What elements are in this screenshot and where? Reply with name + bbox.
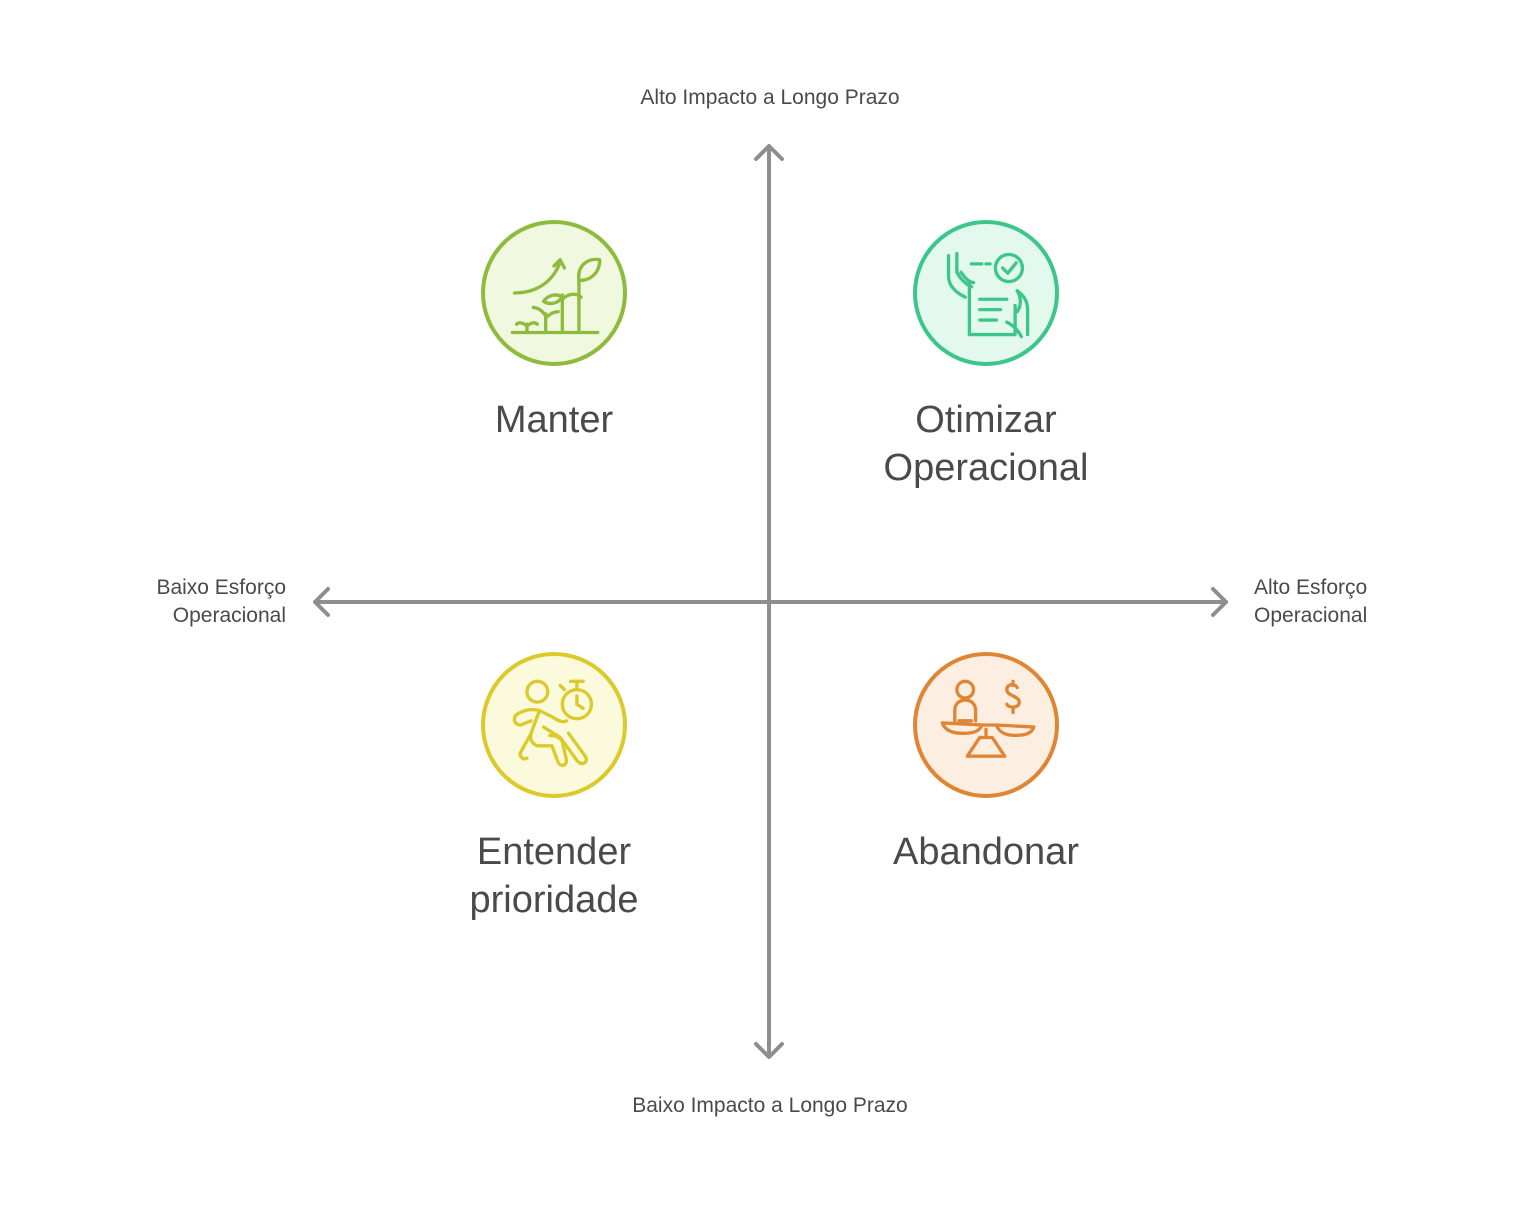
axis-label-left: Baixo Esforço Operacional [156, 576, 286, 627]
quadrant-otimizar-operacional: Otimizar Operacional [826, 220, 1146, 492]
axis-label-top: Alto Impacto a Longo Prazo [640, 86, 900, 109]
quadrant-icon-circle [481, 220, 627, 366]
quadrant-icon-circle [913, 220, 1059, 366]
quadrant-label: Manter [494, 399, 614, 441]
arrow-down-icon [754, 1042, 784, 1059]
growing-plant-icon [510, 257, 602, 335]
quadrant-icon-circle [913, 652, 1059, 798]
running-stopwatch-icon [512, 679, 594, 767]
balance-scale-icon [940, 679, 1036, 758]
arrow-left-icon [313, 587, 330, 617]
quadrant-entender-prioridade: Entender prioridade [394, 652, 714, 924]
quadrant-manter: Manter [394, 220, 714, 444]
quadrant-label: Entender prioridade [469, 831, 639, 921]
arrow-right-icon [1211, 587, 1228, 617]
quadrant-icon-circle [481, 652, 627, 798]
axis-label-right: Alto Esforço Operacional [1254, 576, 1368, 627]
quadrant-label: Abandonar [893, 831, 1079, 873]
quadrant-abandonar: Abandonar [826, 652, 1146, 876]
checklist-hands-icon [946, 251, 1030, 339]
quadrant-label: Otimizar Operacional [883, 399, 1089, 489]
axis-label-bottom: Baixo Impacto a Longo Prazo [632, 1094, 908, 1117]
arrow-up-icon [754, 144, 784, 161]
